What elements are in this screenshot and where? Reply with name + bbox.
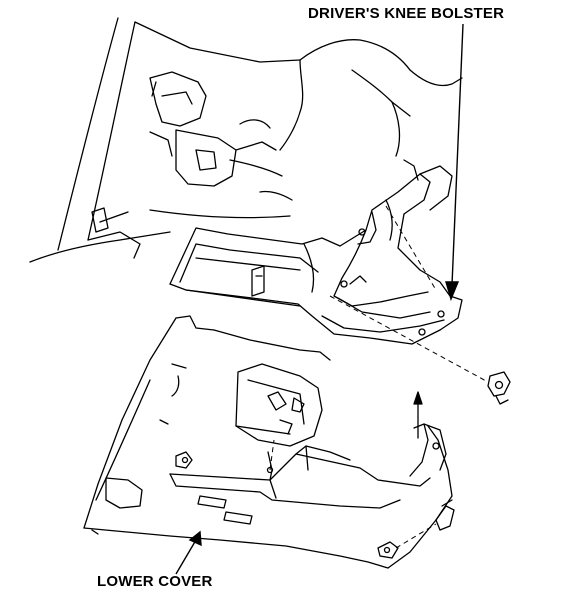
lower-cover-part — [83, 315, 453, 569]
mounting-bolt — [487, 371, 511, 405]
lower-cover-arrowhead-icon — [188, 530, 202, 547]
dashboard-outline — [29, 17, 463, 263]
upper-bracket — [91, 71, 277, 233]
direction-arrow-icon — [413, 391, 423, 439]
reference-line-upper — [385, 205, 437, 291]
lower-cover-leader — [175, 539, 197, 575]
knee-bolster-leader — [451, 23, 464, 286]
left-side-panel — [87, 211, 141, 259]
lower-cover-label: LOWER COVER — [97, 573, 213, 590]
reference-line-bolt — [329, 295, 489, 383]
reference-line-lower-right — [395, 523, 437, 549]
knee-bolster-arrowhead-icon — [445, 281, 460, 302]
knee-bolster-part — [169, 159, 463, 345]
knee-bolster-label: DRIVER'S KNEE BOLSTER — [308, 5, 505, 22]
lower-cover-clip — [435, 499, 455, 531]
reference-line-clip — [269, 439, 275, 471]
